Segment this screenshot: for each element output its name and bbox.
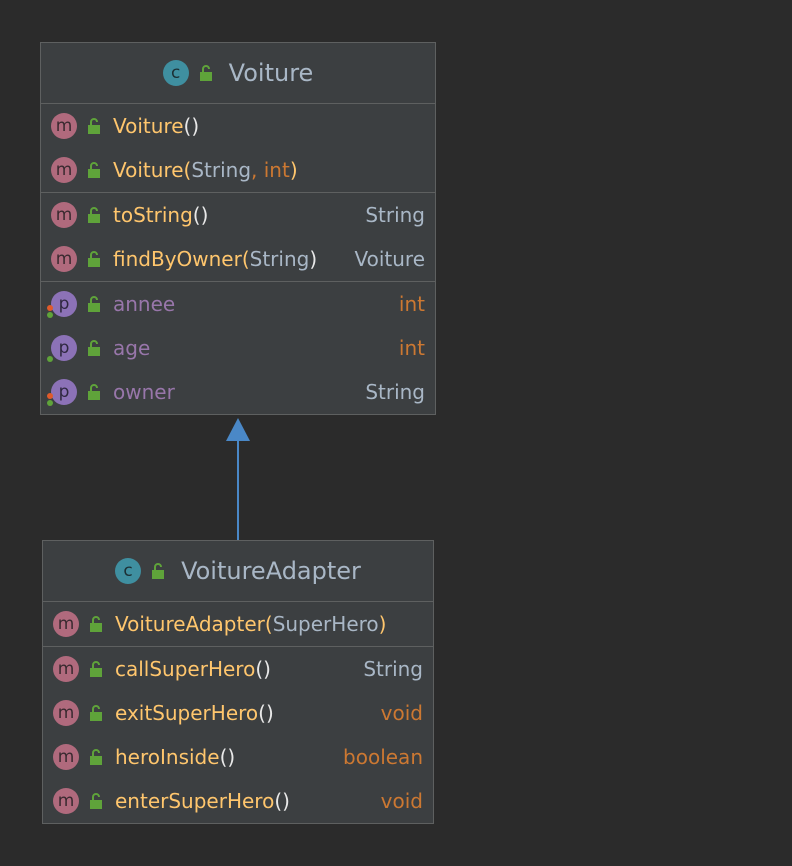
property-row[interactable]: p annee int — [41, 282, 435, 326]
public-lock-icon — [90, 793, 102, 809]
property-row[interactable]: p age int — [41, 326, 435, 370]
class-name: Voiture — [228, 59, 314, 87]
public-lock-icon — [88, 296, 100, 312]
property-icon: p — [47, 291, 77, 318]
constructor-signature: Voiture() — [113, 114, 200, 138]
method-icon: m — [51, 113, 77, 139]
property-icon: p — [47, 379, 77, 406]
public-lock-icon — [88, 207, 100, 223]
property-name: owner — [113, 380, 175, 404]
method-signature: toString() — [113, 203, 209, 227]
method-row[interactable]: m toString() String — [41, 193, 435, 237]
public-lock-icon — [90, 661, 102, 677]
constructor-row[interactable]: m Voiture(String, int) — [41, 148, 435, 192]
getter-dot-icon — [47, 400, 53, 406]
public-lock-icon — [90, 749, 102, 765]
public-lock-icon — [88, 162, 100, 178]
getter-dot-icon — [47, 312, 53, 318]
return-type: Voiture — [354, 247, 425, 271]
method-row[interactable]: m findByOwner(String) Voiture — [41, 237, 435, 281]
property-name: annee — [113, 292, 176, 316]
constructor-row[interactable]: m VoitureAdapter(SuperHero) — [43, 602, 433, 646]
method-icon: m — [51, 202, 77, 228]
properties-section: p annee int p age int p owner String — [41, 282, 435, 414]
method-signature: exitSuperHero() — [115, 701, 274, 725]
method-icon: m — [53, 700, 79, 726]
constructor-signature: Voiture(String, int) — [113, 158, 298, 182]
return-type: void — [380, 789, 423, 813]
return-type: String — [365, 203, 425, 227]
class-voiture-adapter[interactable]: c VoitureAdapter m VoitureAdapter(SuperH… — [42, 540, 434, 824]
getter-dot-icon — [47, 356, 53, 362]
method-signature: callSuperHero() — [115, 657, 271, 681]
constructors-section: m VoitureAdapter(SuperHero) — [43, 602, 433, 647]
return-type: void — [380, 701, 423, 725]
method-row[interactable]: m heroInside() boolean — [43, 735, 433, 779]
class-icon: c — [162, 60, 189, 86]
setter-dot-icon — [47, 393, 53, 399]
class-name: VoitureAdapter — [181, 557, 361, 585]
method-row[interactable]: m callSuperHero() String — [43, 647, 433, 691]
method-icon: m — [53, 788, 79, 814]
method-signature: heroInside() — [115, 745, 236, 769]
public-lock-icon — [88, 340, 100, 356]
class-header: c VoitureAdapter — [43, 541, 433, 602]
property-name: age — [113, 336, 151, 360]
method-icon: m — [51, 246, 77, 272]
constructors-section: m Voiture() m Voiture(String, int) — [41, 104, 435, 193]
constructor-signature: VoitureAdapter(SuperHero) — [115, 612, 387, 636]
method-signature: enterSuperHero() — [115, 789, 290, 813]
constructor-row[interactable]: m Voiture() — [41, 104, 435, 148]
method-row[interactable]: m enterSuperHero() void — [43, 779, 433, 823]
property-type: int — [398, 336, 425, 360]
methods-section: m toString() String m findByOwner(String… — [41, 193, 435, 282]
public-lock-icon — [88, 118, 100, 134]
class-header: c Voiture — [41, 43, 435, 104]
return-type: String — [363, 657, 423, 681]
public-lock-icon — [88, 384, 100, 400]
method-signature: findByOwner(String) — [113, 247, 318, 271]
class-voiture[interactable]: c Voiture m Voiture() m Voiture(String, … — [40, 42, 436, 415]
setter-dot-icon — [47, 305, 53, 311]
property-row[interactable]: p owner String — [41, 370, 435, 414]
public-lock-icon — [88, 251, 100, 267]
method-icon: m — [51, 157, 77, 183]
method-row[interactable]: m exitSuperHero() void — [43, 691, 433, 735]
public-lock-icon — [90, 705, 102, 721]
public-lock-icon — [90, 616, 102, 632]
public-lock-icon — [152, 563, 165, 579]
property-type: String — [365, 380, 425, 404]
return-type: boolean — [343, 745, 423, 769]
method-icon: m — [53, 611, 79, 637]
method-icon: m — [53, 656, 79, 682]
methods-section: m callSuperHero() String m exitSuperHero… — [43, 647, 433, 823]
property-type: int — [398, 292, 425, 316]
class-icon: c — [115, 558, 142, 584]
method-icon: m — [53, 744, 79, 770]
property-icon: p — [47, 335, 77, 362]
public-lock-icon — [199, 65, 212, 81]
